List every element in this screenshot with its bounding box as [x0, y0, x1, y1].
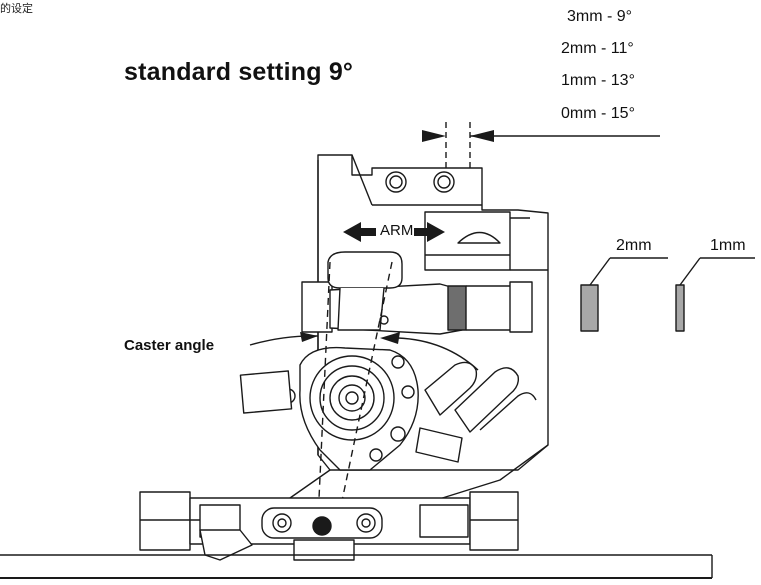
setting-2mm: 2mm - 11°: [561, 40, 634, 57]
arm-label: ARM: [380, 222, 414, 239]
page-title: standard setting 9°: [124, 58, 354, 86]
shim-1mm: [675, 257, 755, 332]
steering-knuckle: [239, 346, 463, 471]
caster-axis: [317, 261, 393, 521]
caster-angle-indicator: [249, 332, 479, 371]
upper-pivot: [327, 251, 403, 331]
arm-arrows: [343, 222, 445, 242]
top-gap-dimension: [422, 122, 660, 275]
shim-2mm-label: 2mm: [616, 237, 652, 254]
setting-0mm: 0mm - 15°: [561, 105, 635, 122]
caster-angle-label: Caster angle: [124, 337, 215, 354]
setting-3mm: 3mm - 9°: [567, 8, 633, 25]
upper-arm-block: [424, 211, 548, 271]
shim-2mm: [580, 257, 668, 332]
ground-plate: [0, 554, 713, 579]
lower-arm: [139, 491, 519, 561]
corner-caption: 的设定: [0, 3, 33, 15]
setting-1mm: 1mm - 13°: [561, 72, 635, 89]
shim-1mm-label: 1mm: [710, 237, 746, 254]
